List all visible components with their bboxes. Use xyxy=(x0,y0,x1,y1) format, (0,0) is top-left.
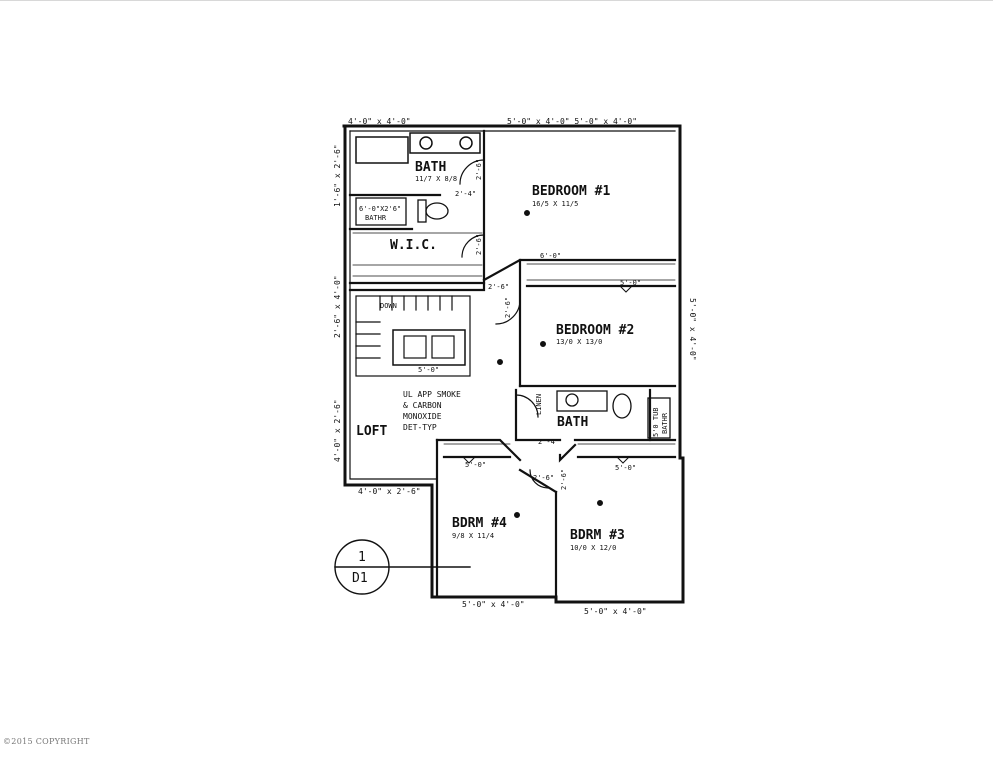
dim-bottom-mid: 5'-0" x 4'-0" xyxy=(462,600,525,609)
smoke-detector-4 xyxy=(514,512,520,518)
tub2-label: 5'0 TUB xyxy=(652,407,660,437)
detail-callout xyxy=(334,539,471,595)
bdrm3-size: 10/0 X 12/0 xyxy=(570,544,616,552)
bdrm-walls xyxy=(435,438,677,599)
door-swings xyxy=(459,159,549,489)
sill-label-2: 5'-0" xyxy=(418,366,439,374)
copyright-text: ©2015 COPYRIGHT xyxy=(3,737,90,746)
wic-label: W.I.C. xyxy=(390,238,437,253)
window-marks xyxy=(462,285,633,464)
smoke-note-line3: MONOXIDE xyxy=(403,412,442,421)
bdrm4-size: 9/8 X 11/4 xyxy=(452,532,494,540)
stairs xyxy=(355,295,471,377)
tub2-sub-label: BATHR xyxy=(661,412,669,434)
tub-sub-label: BATHR xyxy=(365,214,387,222)
sill-label-4: 5'-0" xyxy=(615,464,636,472)
dim-top-right: 5'-0" x 4'-0" 5'-0" x 4'-0" xyxy=(507,117,637,126)
bath-master-label: BATH xyxy=(415,160,446,175)
callout-sheet: D1 xyxy=(352,571,368,586)
bdrm4-label: BDRM #4 xyxy=(452,516,507,531)
smoke-note-line1: UL APP SMOKE xyxy=(403,390,461,399)
tub-fixture xyxy=(355,136,409,164)
bath2-fixtures xyxy=(556,390,671,439)
door-label-5: 2'-6" xyxy=(533,474,554,482)
dim-bottom-right: 5'-0" x 4'-0" xyxy=(584,607,647,616)
door-label-4: 2'-4" xyxy=(538,438,559,446)
smoke-detector-2 xyxy=(540,341,546,347)
dim-top-left: 4'-0" x 4'-0" xyxy=(348,117,411,126)
outer-wall-line xyxy=(342,124,685,604)
dim-right-1: 5'-0" x 4'-0" xyxy=(688,298,697,361)
toilet-fixture xyxy=(417,199,449,223)
sill-label-1: 5'-0" xyxy=(620,279,641,287)
door-label-1: 2'-4" xyxy=(455,190,476,198)
dim-left-3: 4'-0" x 2'-6" xyxy=(333,399,342,462)
closet-shelves-hatch xyxy=(526,263,676,281)
bath-wic-walls xyxy=(348,129,486,292)
dim-left-2: 2'-6" x 4'-0" xyxy=(333,275,342,338)
closet-hatching xyxy=(352,232,483,277)
bedroom-walls xyxy=(482,258,677,442)
smoke-note-line4: DET-TYP xyxy=(403,423,437,432)
dim-left-1: 1'-6" x 2'-6" xyxy=(333,144,342,207)
bdrm3-label: BDRM #3 xyxy=(570,528,625,543)
dim-bottom-left: 4'-0" x 2'-6" xyxy=(358,487,421,496)
bedroom2-size: 13/0 X 13/0 xyxy=(556,338,602,346)
bath2-label: BATH xyxy=(557,415,588,430)
loft-label: LOFT xyxy=(356,424,387,439)
smoke-detector-5 xyxy=(597,500,603,506)
door-label-3: 2'-6" xyxy=(504,297,512,318)
smoke-detector-1 xyxy=(524,210,530,216)
bedroom1-size: 16/5 X 11/5 xyxy=(532,200,578,208)
exterior-walls xyxy=(342,124,685,604)
shower-fixture xyxy=(355,197,407,226)
bath-master-size: 11/7 X 8/8 xyxy=(415,175,457,183)
door-label-6: 2'-6" xyxy=(560,469,568,490)
smoke-note-line2: & CARBON xyxy=(403,401,442,410)
vanity-sinks xyxy=(409,132,481,154)
smoke-detector-3 xyxy=(497,359,503,365)
linen-label: LINEN xyxy=(535,394,543,415)
down-label: DOWN xyxy=(380,302,397,310)
bedroom2-label: BEDROOM #2 xyxy=(556,323,634,338)
tub-label: 6'-0"X2'6" xyxy=(359,205,401,213)
door-label-7: 2'-6" xyxy=(475,159,483,180)
door-label-2: 2'-6" xyxy=(488,283,509,291)
door-label-8: 2'-6" xyxy=(475,234,483,255)
bedroom1-label: BEDROOM #1 xyxy=(532,184,610,199)
callout-number: 1 xyxy=(358,550,366,565)
top-border xyxy=(0,0,993,1)
shelf-label: 6'-0" xyxy=(540,252,561,260)
sill-label-3: 5'-0" xyxy=(465,461,486,469)
